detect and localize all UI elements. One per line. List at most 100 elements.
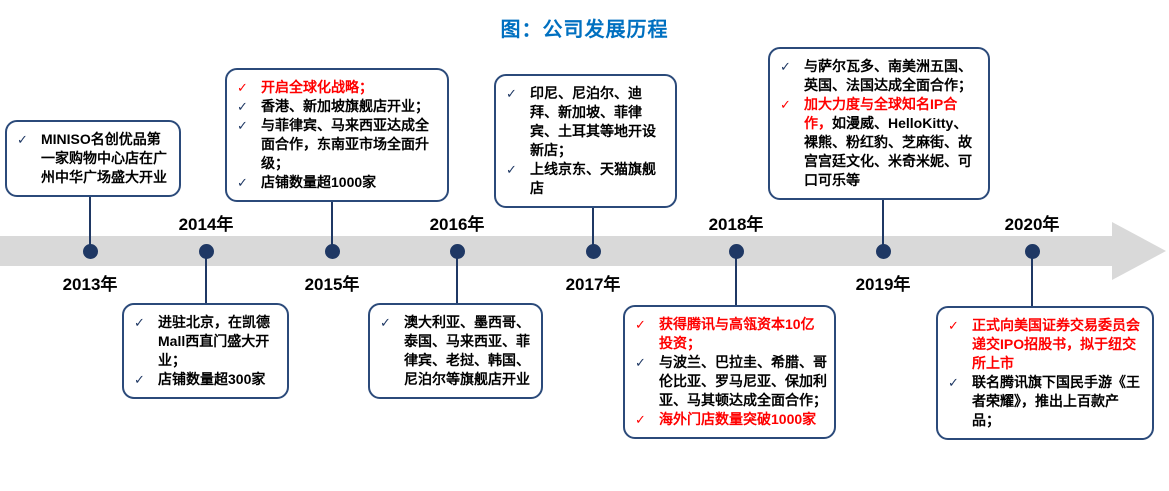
milestone-text: 与波兰、巴拉圭、希腊、哥伦比亚、罗马尼亚、保加利亚、马其顿达成全面合作； xyxy=(659,353,827,410)
connector-2016 xyxy=(456,252,458,303)
milestone-item: ✓ 加大力度与全球知名IP合作，如漫威、HelloKitty、裸熊、粉红豹、芝麻街… xyxy=(780,95,981,190)
milestone-item: ✓ 澳大利亚、墨西哥、泰国、马来西亚、菲律宾、老挝、韩国、尼泊尔等旗舰店开业 xyxy=(380,313,534,389)
milestone-box-2020: ✓ 正式向美国证券交易委员会递交IPO招股书，拟于纽交所上市 ✓ 联名腾讯旗下国民手游… xyxy=(936,306,1154,440)
milestone-text: 与萨尔瓦多、南美洲五国、英国、法国达成全面合作； xyxy=(804,57,981,95)
milestone-text-segment: 如漫威、HelloKitty、裸熊、粉红豹、芝麻街、故宫宫廷文化、米奇米妮、可口… xyxy=(804,115,972,188)
milestone-item: ✓ 正式向美国证券交易委员会递交IPO招股书，拟于纽交所上市 xyxy=(948,316,1145,373)
timeline-dot-2020 xyxy=(1024,244,1040,259)
milestone-item: ✓ 店铺数量超1000家 xyxy=(237,173,440,192)
year-label-2013: 2013年 xyxy=(62,275,118,294)
timeline-dot-2013 xyxy=(82,244,98,259)
milestone-text-segment: 印尼、尼泊尔、迪拜、新加坡、菲律宾、土耳其等地开设新店； xyxy=(530,85,656,158)
timeline-dot-2014 xyxy=(198,244,214,259)
milestone-text: 加大力度与全球知名IP合作，如漫威、HelloKitty、裸熊、粉红豹、芝麻街、… xyxy=(804,95,981,190)
page-title: 图：公司发展历程 xyxy=(500,19,669,41)
milestone-text: 上线京东、天猫旗舰店 xyxy=(530,160,668,198)
milestone-text: 海外门店数量突破1000家 xyxy=(659,410,827,429)
milestone-box-2019: ✓ 与萨尔瓦多、南美洲五国、英国、法国达成全面合作； ✓ 加大力度与全球知名IP合作，… xyxy=(768,47,990,200)
check-icon: ✓ xyxy=(237,175,248,190)
milestone-text-segment: 开启全球化战略； xyxy=(261,79,373,95)
check-icon: ✓ xyxy=(506,86,517,101)
year-label-2016: 2016年 xyxy=(429,215,485,234)
milestone-item: ✓ 与波兰、巴拉圭、希腊、哥伦比亚、罗马尼亚、保加利亚、马其顿达成全面合作； xyxy=(635,353,827,410)
milestone-item: ✓ 进驻北京，在凯德Mall西直门盛大开业； xyxy=(134,313,280,370)
milestone-item: ✓ 与萨尔瓦多、南美洲五国、英国、法国达成全面合作； xyxy=(780,57,981,95)
milestone-item: ✓ 店铺数量超300家 xyxy=(134,370,280,389)
milestone-text: 联名腾讯旗下国民手游《王者荣耀》，推出上百款产品； xyxy=(972,373,1145,430)
check-icon: ✓ xyxy=(780,97,791,112)
milestone-text-segment: 与菲律宾、马来西亚达成全面合作，东南亚市场全面升级； xyxy=(261,117,429,171)
connector-2013 xyxy=(89,197,91,252)
milestone-text: 正式向美国证券交易委员会递交IPO招股书，拟于纽交所上市 xyxy=(972,316,1145,373)
connector-2020 xyxy=(1031,252,1033,306)
check-icon: ✓ xyxy=(134,315,145,330)
check-icon: ✓ xyxy=(237,99,248,114)
check-icon: ✓ xyxy=(237,118,248,133)
year-label-2017: 2017年 xyxy=(565,275,621,294)
check-icon: ✓ xyxy=(635,412,646,427)
milestone-box-2013: ✓ MINISO名创优品第一家购物中心店在广州中华广场盛大开业 xyxy=(5,120,181,197)
check-icon: ✓ xyxy=(237,80,248,95)
connector-2014 xyxy=(205,252,207,303)
milestone-text: 开启全球化战略； xyxy=(261,78,440,97)
year-label-2019: 2019年 xyxy=(855,275,911,294)
milestone-text: 香港、新加坡旗舰店开业； xyxy=(261,97,440,116)
milestone-text: MINISO名创优品第一家购物中心店在广州中华广场盛大开业 xyxy=(41,130,172,187)
milestone-text-segment: 店铺数量超300家 xyxy=(158,371,266,387)
check-icon: ✓ xyxy=(380,315,391,330)
milestone-item: ✓ 印尼、尼泊尔、迪拜、新加坡、菲律宾、土耳其等地开设新店； xyxy=(506,84,668,160)
milestone-text-segment: 正式向美国证券交易委员会递交IPO招股书，拟于纽交所上市 xyxy=(972,317,1140,371)
timeline-arrowhead-icon xyxy=(1112,222,1166,280)
milestone-text: 店铺数量超300家 xyxy=(158,370,280,389)
milestone-text-segment: 香港、新加坡旗舰店开业； xyxy=(261,98,429,114)
year-label-2015: 2015年 xyxy=(304,275,360,294)
connector-2017 xyxy=(592,208,594,252)
timeline-dot-2018 xyxy=(728,244,744,259)
timeline-dot-2019 xyxy=(875,244,891,259)
milestone-text-segment: 澳大利亚、墨西哥、泰国、马来西亚、菲律宾、老挝、韩国、尼泊尔等旗舰店开业 xyxy=(404,314,530,387)
milestone-text-segment: 店铺数量超1000家 xyxy=(261,174,377,190)
milestone-text-segment: MINISO名创优品第一家购物中心店在广州中华广场盛大开业 xyxy=(41,131,167,185)
milestone-text: 印尼、尼泊尔、迪拜、新加坡、菲律宾、土耳其等地开设新店； xyxy=(530,84,668,160)
year-label-2020: 2020年 xyxy=(1004,215,1060,234)
milestone-text: 店铺数量超1000家 xyxy=(261,173,440,192)
timeline-dot-2017 xyxy=(585,244,601,259)
check-icon: ✓ xyxy=(17,132,28,147)
milestone-text: 澳大利亚、墨西哥、泰国、马来西亚、菲律宾、老挝、韩国、尼泊尔等旗舰店开业 xyxy=(404,313,534,389)
milestone-item: ✓ 海外门店数量突破1000家 xyxy=(635,410,827,429)
milestone-text: 获得腾讯与高瓴资本10亿投资； xyxy=(659,315,827,353)
connector-2019 xyxy=(882,200,884,252)
check-icon: ✓ xyxy=(134,372,145,387)
milestone-text-segment: 海外门店数量突破1000家 xyxy=(659,411,817,427)
milestone-box-2016: ✓ 澳大利亚、墨西哥、泰国、马来西亚、菲律宾、老挝、韩国、尼泊尔等旗舰店开业 xyxy=(368,303,543,399)
milestone-item: ✓ 获得腾讯与高瓴资本10亿投资； xyxy=(635,315,827,353)
milestone-item: ✓ MINISO名创优品第一家购物中心店在广州中华广场盛大开业 xyxy=(17,130,172,187)
milestone-box-2014: ✓ 进驻北京，在凯德Mall西直门盛大开业； ✓ 店铺数量超300家 xyxy=(122,303,289,399)
milestone-text-segment: 进驻北京，在凯德Mall西直门盛大开业； xyxy=(158,314,270,368)
year-label-2018: 2018年 xyxy=(708,215,764,234)
milestone-box-2018: ✓ 获得腾讯与高瓴资本10亿投资； ✓ 与波兰、巴拉圭、希腊、哥伦比亚、罗马尼亚、保加… xyxy=(623,305,836,439)
milestone-text: 与菲律宾、马来西亚达成全面合作，东南亚市场全面升级； xyxy=(261,116,440,173)
milestone-item: ✓ 与菲律宾、马来西亚达成全面合作，东南亚市场全面升级； xyxy=(237,116,440,173)
connector-2018 xyxy=(735,252,737,305)
milestone-text-segment: 与萨尔瓦多、南美洲五国、英国、法国达成全面合作； xyxy=(804,58,972,93)
milestone-text-segment: 联名腾讯旗下国民手游《王者荣耀》，推出上百款产品； xyxy=(972,374,1140,428)
check-icon: ✓ xyxy=(948,318,959,333)
check-icon: ✓ xyxy=(948,375,959,390)
milestone-text-segment: 获得腾讯与高瓴资本10亿投资； xyxy=(659,316,815,351)
year-label-2014: 2014年 xyxy=(178,215,234,234)
check-icon: ✓ xyxy=(635,355,646,370)
milestone-text-segment: 上线京东、天猫旗舰店 xyxy=(530,161,656,196)
timeline-dot-2016 xyxy=(449,244,465,259)
check-icon: ✓ xyxy=(635,317,646,332)
timeline-dot-2015 xyxy=(324,244,340,259)
milestone-box-2015: ✓ 开启全球化战略； ✓ 香港、新加坡旗舰店开业； ✓ 与菲律宾、马来西亚达成全面合作，东… xyxy=(225,68,449,202)
milestone-text-segment: 与波兰、巴拉圭、希腊、哥伦比亚、罗马尼亚、保加利亚、马其顿达成全面合作； xyxy=(659,354,827,408)
milestone-item: ✓ 香港、新加坡旗舰店开业； xyxy=(237,97,440,116)
timeline-bar xyxy=(0,236,1113,266)
check-icon: ✓ xyxy=(506,162,517,177)
check-icon: ✓ xyxy=(780,59,791,74)
milestone-text: 进驻北京，在凯德Mall西直门盛大开业； xyxy=(158,313,280,370)
milestone-item: ✓ 开启全球化战略； xyxy=(237,78,440,97)
